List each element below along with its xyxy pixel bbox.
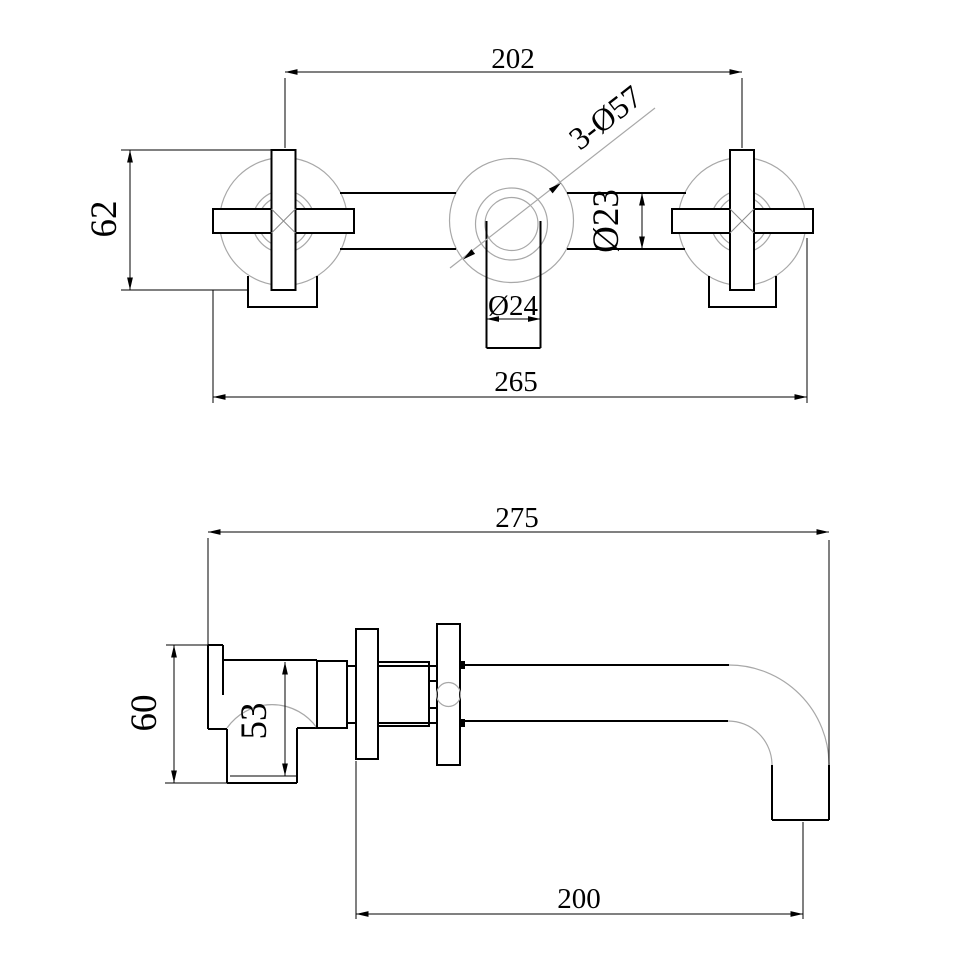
- center-escutcheon-inner-ring: [474, 187, 549, 261]
- spout-outlet: [771, 765, 830, 821]
- spout-front: [485, 221, 542, 349]
- connector-box: [316, 660, 356, 729]
- center-escutcheon-stem: [484, 196, 539, 252]
- valve-housing: [377, 661, 437, 727]
- body-boss-arc: [226, 704, 318, 729]
- dim-overall-projection: 275: [207, 502, 830, 765]
- front-view: 202 62 265 Ø24 Ø23 3-Ø57: [84, 43, 814, 403]
- dim-body-height-label: 60: [124, 695, 165, 732]
- dim-body-height: 60: [124, 644, 227, 784]
- dim-overall-width: 265: [212, 238, 808, 403]
- side-view: 275 60 53 200: [124, 502, 830, 919]
- right-cross-handle: [671, 149, 814, 308]
- dim-handle-height: 62: [84, 149, 271, 291]
- center-escutcheon-circle: [448, 157, 575, 284]
- bend-inner-arc: [727, 720, 773, 766]
- spout-side: [460, 664, 830, 821]
- leader-arrow-lower: [463, 249, 476, 260]
- plate-screw-circle: [435, 681, 462, 708]
- valve-body: [207, 644, 318, 784]
- bend-outer-arc: [728, 664, 830, 766]
- dim-handle-spacing-label: 202: [491, 43, 535, 75]
- dim-body-inner-height-label: 53: [234, 703, 275, 740]
- dim-handle-height-label: 62: [84, 201, 125, 238]
- left-cross-handle: [212, 149, 355, 308]
- dim-spout-width: Ø24: [486, 290, 541, 322]
- dim-overall-projection-label: 275: [495, 502, 539, 534]
- dim-spout-reach: 200: [355, 761, 804, 919]
- dim-spout-width-label: Ø24: [488, 290, 538, 322]
- wall-plate-small: [355, 628, 379, 760]
- dim-spout-reach-label: 200: [557, 883, 601, 915]
- dim-handle-spacing: 202: [284, 43, 743, 148]
- right-handle-base-bracket: [708, 276, 777, 308]
- leader-arrow-upper: [548, 183, 561, 194]
- dim-pipe-diameter-label: Ø23: [586, 189, 627, 253]
- dim-overall-width-label: 265: [494, 366, 538, 398]
- left-handle-base-bracket: [247, 276, 318, 308]
- dim-pipe-diameter: Ø23: [586, 189, 645, 253]
- dim-body-inner-height: 53: [230, 662, 297, 777]
- wall-plate-large: [436, 623, 461, 766]
- dim-escutcheon-note-label: 3-Ø57: [562, 78, 649, 157]
- connecting-pipe: [340, 192, 686, 250]
